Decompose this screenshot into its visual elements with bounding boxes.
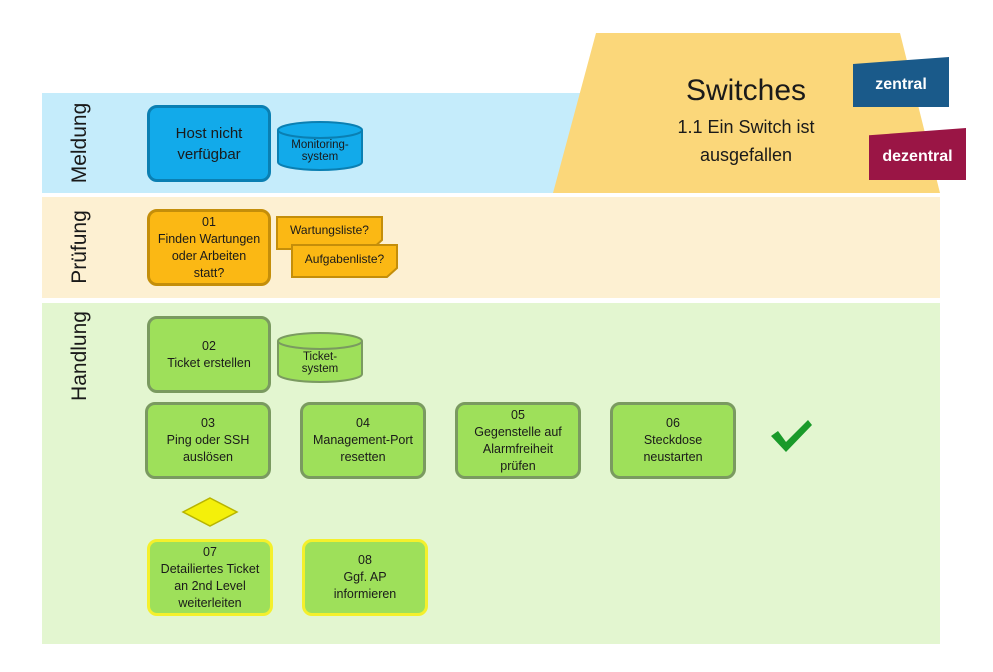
- host-not-available-node[interactable]: Host nicht verfügbar: [147, 105, 271, 182]
- node-01[interactable]: 01 Finden Wartungen oder Arbeiten statt?: [147, 209, 271, 286]
- node-04[interactable]: 04 Management-Port resetten: [300, 402, 426, 479]
- lane-label-pruefung: Prüfung: [68, 210, 91, 284]
- node-03-num: 03: [201, 416, 215, 430]
- wartungsliste-label: Wartungsliste?: [290, 223, 369, 237]
- node-02-line1: Ticket erstellen: [167, 355, 251, 370]
- cylinder-icon: [277, 332, 363, 383]
- node-03-line2: auslösen: [182, 450, 234, 464]
- zentral-tag[interactable]: zentral: [853, 57, 949, 107]
- subtitle-line2: ausgefallen: [699, 145, 793, 165]
- node-08-line2: informieren: [333, 587, 397, 601]
- node-04-line2: resetten: [340, 450, 386, 464]
- node-02-num: 02: [202, 338, 216, 353]
- dezentral-tag[interactable]: dezentral: [869, 128, 966, 180]
- node-07-num: 07: [203, 544, 217, 559]
- lane-label-meldung: Meldung: [68, 102, 91, 184]
- ticket-system-db[interactable]: Ticket- system: [276, 331, 364, 384]
- node-01-line3: statt?: [193, 265, 225, 280]
- aufgabenliste-note[interactable]: Aufgabenliste?: [291, 244, 398, 278]
- node-05-line2: Alarmfreiheit: [482, 441, 554, 456]
- subtitle-line1: 1.1 Ein Switch ist: [677, 117, 815, 137]
- note-shape: [291, 244, 398, 278]
- aufgabenliste-label: Aufgabenliste?: [304, 252, 385, 266]
- host-line2: verfügbar: [177, 145, 241, 163]
- node-05-line3: prüfen: [500, 458, 536, 473]
- node-05-num: 05: [511, 407, 525, 422]
- node-08[interactable]: 08 Ggf. AP informieren: [302, 539, 428, 616]
- lane-label-handlung: Handlung: [68, 311, 91, 401]
- node-07-line1: Detailiertes Ticket: [160, 561, 260, 576]
- node-03-line1: Ping oder SSH: [166, 433, 250, 447]
- node-06-line2: neustarten: [643, 450, 703, 464]
- cylinder-icon: [277, 121, 363, 171]
- node-08-line1: Ggf. AP: [343, 570, 387, 584]
- node-06-num: 06: [666, 416, 680, 430]
- node-06[interactable]: 06 Steckdose neustarten: [610, 402, 736, 479]
- node-05-line1: Gegenstelle auf: [474, 424, 562, 439]
- check-icon: [771, 420, 812, 452]
- node-07[interactable]: 07 Detailiertes Ticket an 2nd Level weit…: [147, 539, 273, 616]
- node-01-line2: oder Arbeiten: [171, 248, 247, 263]
- title-text: Switches: [685, 74, 807, 107]
- node-01-num: 01: [202, 214, 216, 229]
- node-04-line1: Management-Port: [312, 433, 414, 447]
- node-01-line1: Finden Wartungen: [157, 231, 261, 246]
- node-05[interactable]: 05 Gegenstelle auf Alarmfreiheit prüfen: [455, 402, 581, 479]
- node-07-line3: weiterleiten: [178, 595, 242, 610]
- node-06-line1: Steckdose: [643, 433, 703, 447]
- node-03[interactable]: 03 Ping oder SSH auslösen: [145, 402, 271, 479]
- node-07-line2: an 2nd Level: [174, 578, 246, 593]
- zentral-label: zentral: [875, 76, 927, 93]
- ticket-line2: system: [301, 363, 339, 375]
- node-02[interactable]: 02 Ticket erstellen: [147, 316, 271, 393]
- dezentral-label: dezentral: [882, 148, 953, 165]
- decision-diamond[interactable]: [181, 496, 239, 528]
- node-08-num: 08: [358, 553, 372, 567]
- node-04-num: 04: [356, 416, 370, 430]
- monitoring-line2: system: [301, 151, 339, 163]
- monitoring-line1: Monitoring-: [291, 139, 349, 151]
- host-line1: Host nicht: [175, 124, 243, 142]
- ticket-line1: Ticket-: [302, 351, 338, 363]
- monitoring-system-db[interactable]: Monitoring- system: [276, 120, 364, 172]
